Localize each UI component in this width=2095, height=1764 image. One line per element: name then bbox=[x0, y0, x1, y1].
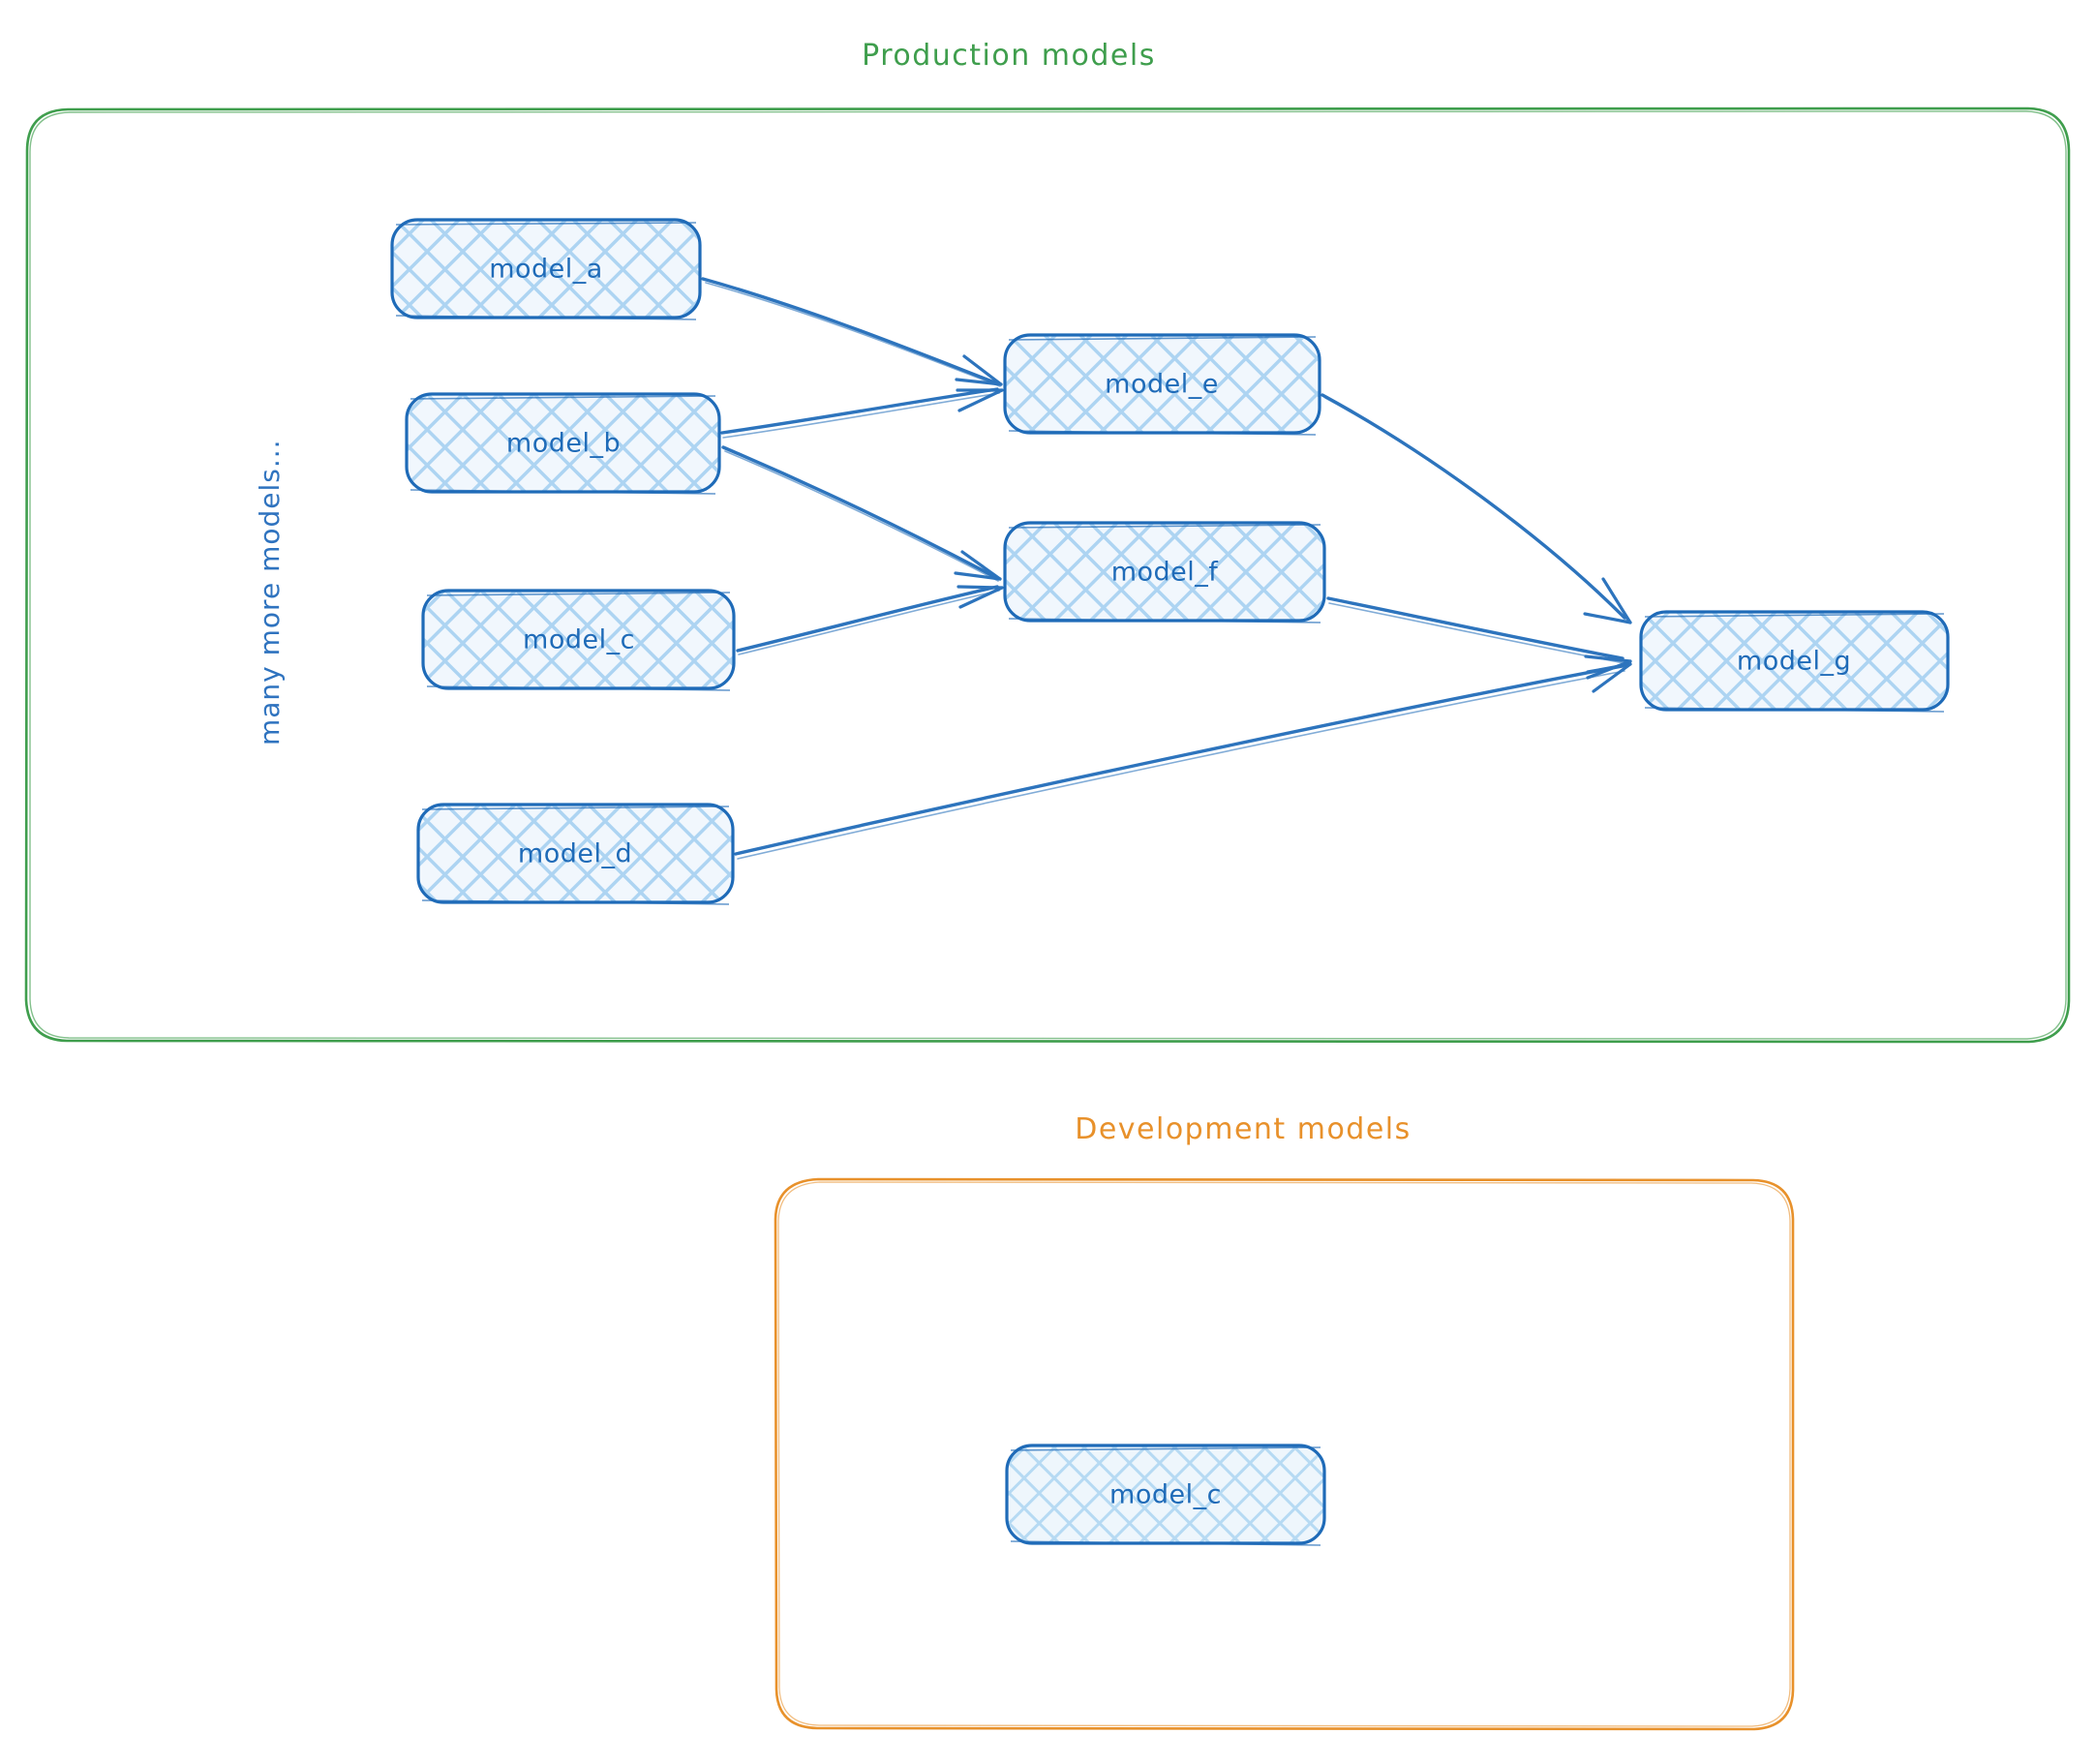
development-cluster-border bbox=[774, 1177, 1795, 1731]
node-shape-model-g bbox=[1639, 610, 1950, 713]
node-shape-model-c bbox=[421, 589, 736, 691]
node-shape-dev-model-c bbox=[1005, 1444, 1326, 1546]
node-shape-model-f bbox=[1003, 521, 1326, 623]
many-more-models-note: many more models... bbox=[254, 439, 286, 745]
edge-model-d-to-model-g bbox=[734, 662, 1632, 860]
node-shapes bbox=[390, 218, 1950, 1546]
production-cluster-title: Production models bbox=[862, 39, 1156, 73]
node-shape-model-d bbox=[416, 803, 735, 905]
edge-group bbox=[701, 277, 1632, 860]
production-cluster-border bbox=[24, 106, 2071, 1044]
node-shape-model-b bbox=[405, 392, 721, 495]
node-shape-model-a bbox=[390, 218, 702, 320]
edge-model-f-to-model-g bbox=[1326, 596, 1632, 680]
development-cluster-title: Development models bbox=[1075, 1112, 1412, 1146]
node-shape-model-e bbox=[1003, 333, 1321, 436]
edge-model-a-to-model-e bbox=[701, 277, 1003, 387]
edge-model-c-to-model-f bbox=[736, 585, 1004, 655]
edge-model-e-to-model-g bbox=[1321, 393, 1632, 624]
edge-model-b-to-model-e bbox=[720, 387, 1004, 439]
edge-model-b-to-model-f bbox=[721, 445, 1002, 582]
